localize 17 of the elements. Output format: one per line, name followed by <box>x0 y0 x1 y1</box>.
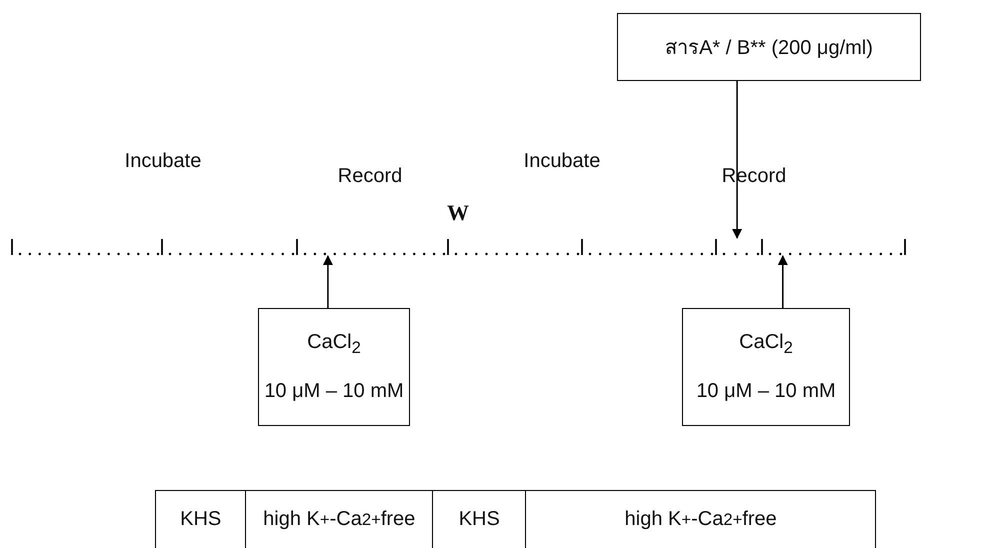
table-cell: KHS <box>432 491 526 548</box>
arrow <box>732 81 742 239</box>
phase-label: Record <box>338 165 402 188</box>
reagent-text: 10 μM – 10 mM <box>696 380 836 403</box>
wash-marker: W <box>447 200 469 226</box>
reagent-text: CaCl$_{2}$ <box>739 331 793 358</box>
reagent-text: CaCl$_{2}$ <box>307 331 361 358</box>
phase-label: Incubate <box>124 150 202 173</box>
reagent-box <box>258 308 410 426</box>
arrow <box>322 255 333 308</box>
reagent-box <box>682 308 850 426</box>
arrow <box>778 255 788 308</box>
reagent-text: สารA* / B** (200 μg/ml) <box>665 36 873 61</box>
reagent-text: 10 μM – 10 mM <box>264 380 404 403</box>
phase-label: Incubate <box>524 150 600 173</box>
reagent-box <box>617 13 921 81</box>
table-cell-text: KHS <box>179 507 222 532</box>
